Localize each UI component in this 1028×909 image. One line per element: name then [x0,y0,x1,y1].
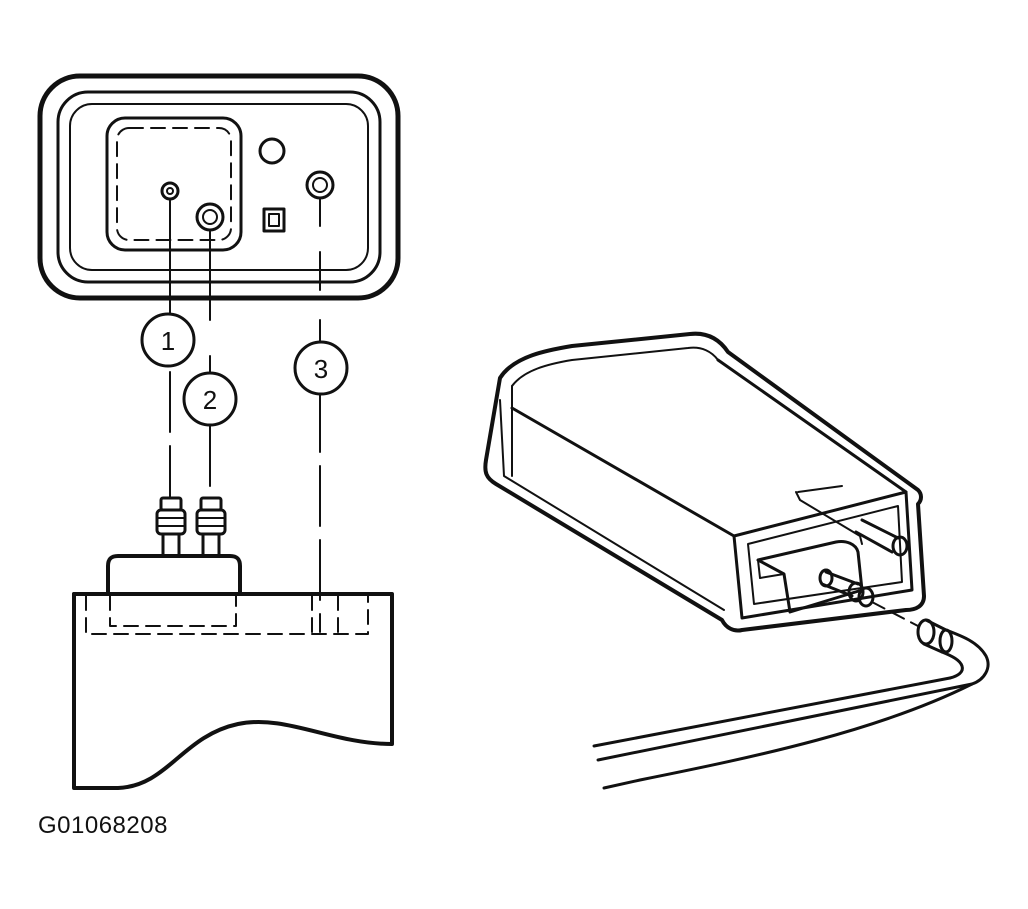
callout-2: 2 [182,371,238,427]
canister-top-view [37,73,401,301]
plug-hole [258,137,286,165]
port-1-top [160,181,180,201]
port-1-nipple [155,496,187,558]
callout-2-label: 2 [203,385,217,415]
figure-id: G01068208 [38,812,168,839]
canister-nipple-lower [818,568,875,608]
callout-1-label: 1 [161,326,175,356]
callout-1: 1 [140,312,196,368]
square-tab [262,207,286,233]
callout-3: 3 [293,340,349,396]
vapor-hose [592,618,990,790]
port-3-top [305,170,335,200]
canister-nipple-upper [854,518,909,557]
canister-isometric [483,331,926,633]
canister-side-section [72,496,394,790]
callout-3-label: 3 [314,354,328,384]
port-2-top [195,202,225,232]
port-2-nipple [195,496,227,558]
